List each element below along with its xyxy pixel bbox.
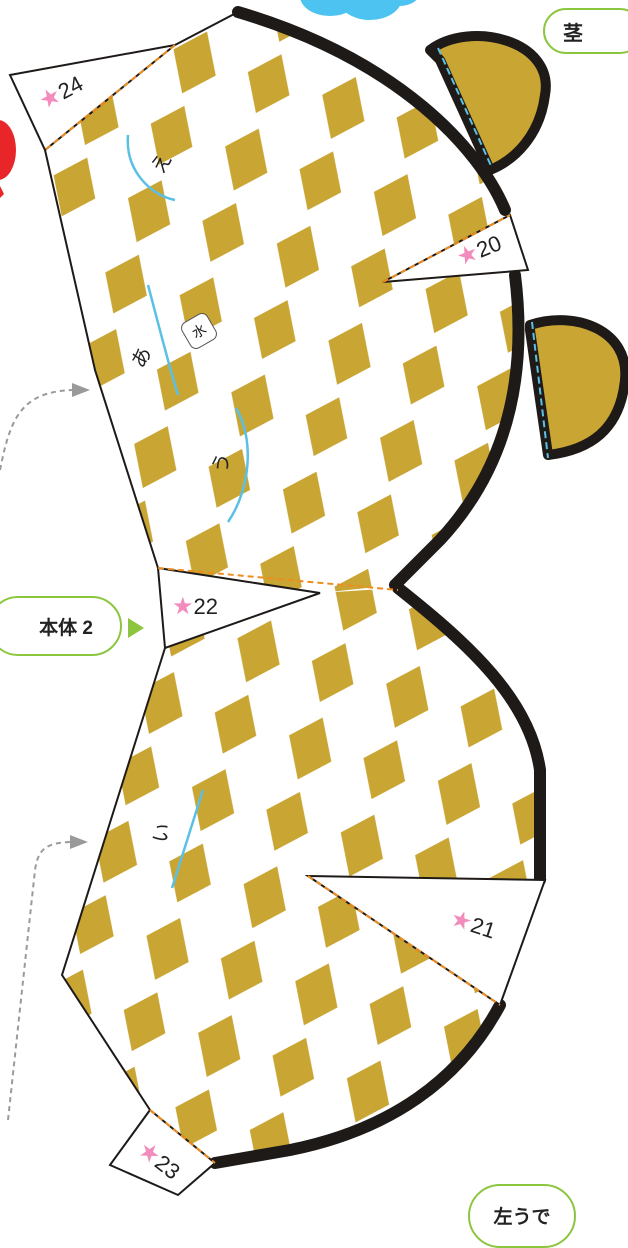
tab-22	[156, 566, 399, 650]
tab-20	[382, 213, 530, 283]
guide-arrow-lower	[7, 835, 88, 1121]
label-left-arm: 左うで	[468, 1184, 576, 1248]
balloon-fragment	[0, 120, 16, 198]
ear-side-fold-line	[531, 321, 549, 459]
label-stem: 茎	[543, 8, 628, 54]
tab-23	[108, 1108, 217, 1197]
ear-side	[525, 315, 628, 460]
guide-arrow-upper	[0, 383, 90, 471]
tab-24	[8, 44, 176, 152]
tab-number-22: ★22	[172, 592, 218, 621]
tab-21	[304, 874, 547, 1007]
green-pointer-arrow	[128, 618, 144, 638]
cloud-fragment	[300, 0, 417, 20]
label-body-2: 本体 2	[0, 596, 122, 656]
ear-top	[425, 31, 551, 175]
tab-number-22-text: 22	[193, 594, 218, 619]
fold-guides	[126, 134, 250, 889]
star-icon: ★	[172, 593, 194, 620]
